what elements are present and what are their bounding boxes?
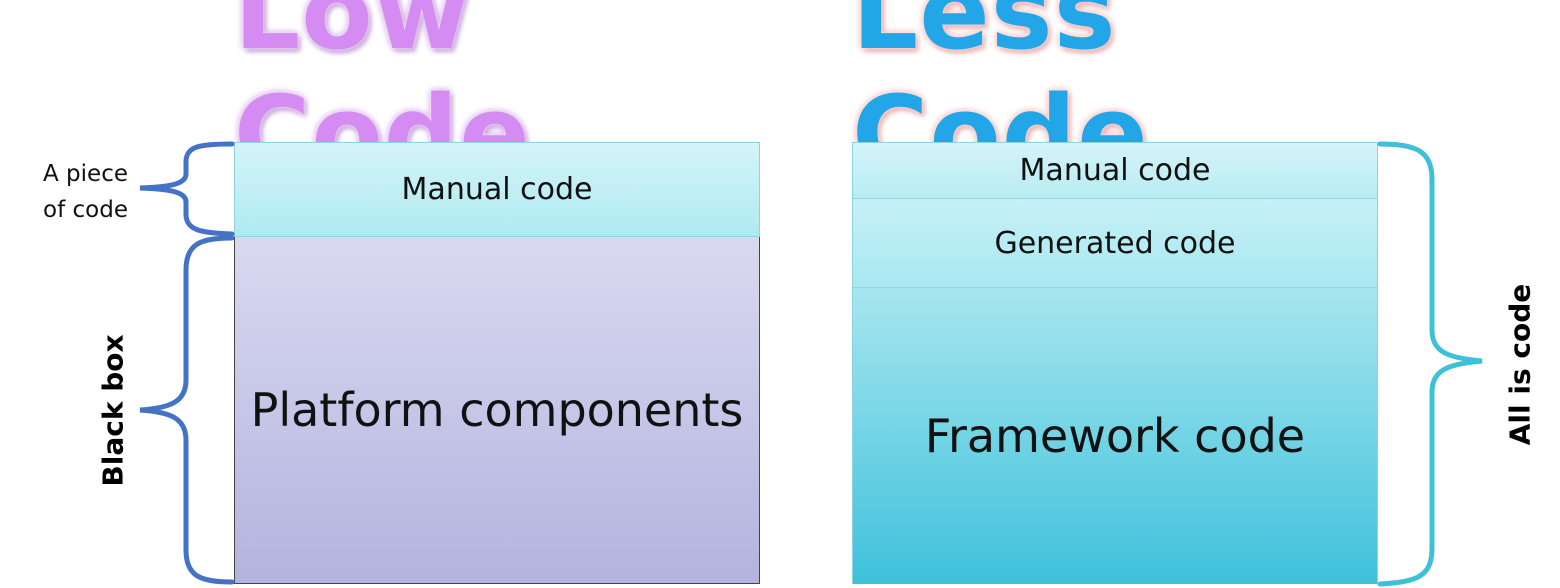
- low-code-manual-code-block: Manual code: [234, 142, 760, 237]
- piece-of-code-annotation: A piece of code: [20, 156, 128, 228]
- low-code-manual-code-label: Manual code: [401, 172, 593, 207]
- generated-code-label: Generated code: [994, 225, 1236, 261]
- less-code-manual-code-label: Manual code: [1019, 153, 1211, 188]
- black-box-brace: [139, 235, 235, 585]
- low-code-platform-components-block: Platform components: [234, 237, 760, 584]
- less-code-framework-code-block: Framework code: [852, 288, 1378, 584]
- platform-components-label: Platform components: [250, 383, 744, 437]
- piece-of-code-brace: [139, 141, 235, 237]
- piece-of-code-line2: of code: [43, 197, 128, 223]
- all-is-code-brace: [1377, 141, 1483, 587]
- less-code-generated-code-block: Generated code: [852, 199, 1378, 288]
- less-code-manual-code-block: Manual code: [852, 142, 1378, 199]
- piece-of-code-line1: A piece: [43, 161, 128, 187]
- framework-code-label: Framework code: [924, 409, 1306, 463]
